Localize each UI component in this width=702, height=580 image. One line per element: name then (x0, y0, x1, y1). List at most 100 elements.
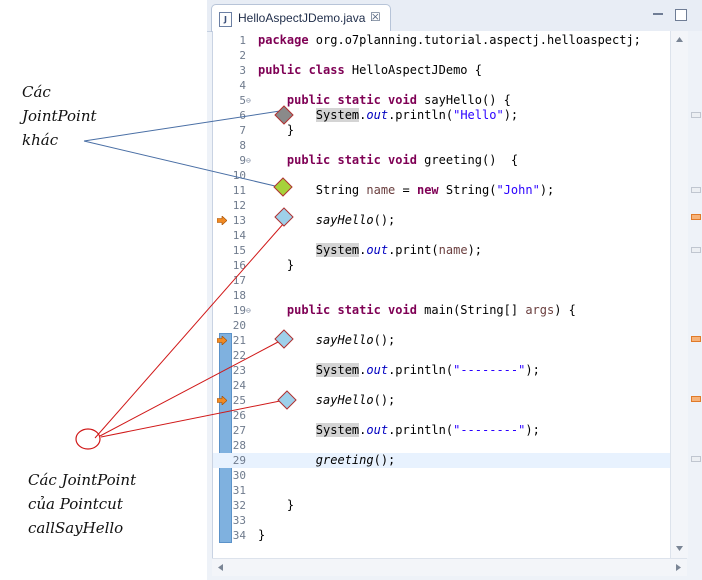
code-text: sayHello(); (315, 333, 396, 347)
code-text: sayHello(); (315, 213, 396, 227)
line-number: 34 (232, 529, 246, 542)
line-number: 4 (239, 79, 246, 92)
code-line[interactable]: 22 (213, 348, 670, 363)
code-line[interactable]: 9⊖ public static void greeting() { (213, 153, 670, 168)
pointer-line-blue (83, 110, 281, 142)
line-number: 26 (232, 409, 246, 422)
scroll-up-icon[interactable] (676, 37, 683, 42)
overview-mark[interactable] (691, 396, 701, 402)
line-number: 13 (232, 214, 246, 227)
code-line[interactable]: 31 (213, 483, 670, 498)
code-line[interactable]: 14 (213, 228, 670, 243)
code-line[interactable]: 32 } (213, 498, 670, 513)
code-line[interactable]: 16 } (213, 258, 670, 273)
scroll-left-icon[interactable] (218, 564, 223, 571)
line-number: 2 (239, 49, 246, 62)
minimize-icon[interactable] (653, 13, 663, 15)
selection-ruler (219, 333, 232, 543)
code-line[interactable]: 28 (213, 438, 670, 453)
code-line[interactable]: 8 (213, 138, 670, 153)
code-area[interactable]: 1 package org.o7planning.tutorial.aspectj… (212, 31, 670, 558)
tab-title: HelloAspectJDemo.java (238, 11, 366, 25)
code-line[interactable]: 6 System.out.println("Hello"); (213, 108, 670, 123)
code-line[interactable]: 11 String name = new String("John"); (213, 183, 670, 198)
code-line[interactable]: 13 sayHello(); (213, 213, 670, 228)
horizontal-scrollbar[interactable] (212, 558, 687, 576)
code-line[interactable]: 12 (213, 198, 670, 213)
code-text: String name = new String("John"); (258, 183, 555, 197)
code-text: System.out.println("Hello"); (315, 108, 519, 122)
line-number: 3 (239, 64, 246, 77)
code-line[interactable]: 27 System.out.println("--------"); (213, 423, 670, 438)
code-line[interactable]: 2 (213, 48, 670, 63)
overview-mark[interactable] (691, 112, 701, 118)
code-line[interactable]: 23 System.out.println("--------"); (213, 363, 670, 378)
code-text: public static void main(String[] args) { (286, 303, 576, 317)
line-number: 5 (239, 94, 246, 107)
jointpoint-diamond-blue (277, 390, 297, 410)
line-number: 15 (232, 244, 246, 257)
pointer-line-red (100, 399, 286, 438)
code-line[interactable]: 29 greeting(); (213, 453, 670, 468)
advice-marker-icon[interactable] (217, 336, 227, 345)
code-line[interactable]: 24 (213, 378, 670, 393)
code-line[interactable]: 25 sayHello(); (213, 393, 670, 408)
code-line[interactable]: 30 (213, 468, 670, 483)
line-number: 28 (232, 439, 246, 452)
close-icon[interactable]: ☒ (370, 10, 381, 24)
overview-mark[interactable] (691, 456, 701, 462)
code-line[interactable]: 20 (213, 318, 670, 333)
line-number: 6 (239, 109, 246, 122)
line-number: 29 (232, 454, 246, 467)
pointer-line-blue (83, 140, 276, 187)
code-line[interactable]: 34} (213, 528, 670, 543)
code-text: System.out.println("--------"); (315, 363, 540, 377)
code-line[interactable]: 15 System.out.print(name); (213, 243, 670, 258)
overview-mark[interactable] (691, 336, 701, 342)
line-number: 31 (232, 484, 246, 497)
code-text: package org.o7planning.tutorial.aspectj.… (258, 33, 641, 47)
code-text: greeting(); (315, 453, 396, 467)
overview-mark[interactable] (691, 187, 701, 193)
fold-toggle-icon[interactable]: ⊖ (246, 96, 251, 105)
advice-marker-icon[interactable] (217, 396, 227, 405)
line-number: 30 (232, 469, 246, 482)
code-text: public static void greeting() { (286, 153, 519, 167)
overview-mark[interactable] (691, 247, 701, 253)
tab-hello-aspectj-demo[interactable]: J HelloAspectJDemo.java ☒ (211, 4, 391, 32)
editor-tab-bar: J HelloAspectJDemo.java ☒ (207, 0, 702, 32)
annotation-pointcut-jointpoints: Các JointPoint của Pointcut callSayHello (28, 471, 137, 537)
line-number: 21 (232, 334, 246, 347)
maximize-icon[interactable] (675, 9, 687, 21)
annotation-other-jointpoints: Các JointPoint khác (22, 83, 97, 149)
line-number: 1 (239, 34, 246, 47)
fold-toggle-icon[interactable]: ⊖ (246, 306, 251, 315)
vertical-scrollbar[interactable] (670, 31, 688, 558)
code-line[interactable]: 7 } (213, 123, 670, 138)
code-line[interactable]: 1 package org.o7planning.tutorial.aspectj… (213, 33, 670, 48)
overview-mark[interactable] (691, 214, 701, 220)
advice-marker-icon[interactable] (217, 216, 227, 225)
jointpoint-diamond-gray (274, 105, 294, 125)
code-line[interactable]: 5⊖ public static void sayHello() { (213, 93, 670, 108)
code-line[interactable]: 18 (213, 288, 670, 303)
horizontal-scroll-arrows (218, 564, 681, 571)
code-text: public static void sayHello() { (286, 93, 511, 107)
code-line[interactable]: 4 (213, 78, 670, 93)
scroll-right-icon[interactable] (676, 564, 681, 571)
code-line[interactable]: 33 (213, 513, 670, 528)
code-line[interactable]: 21 sayHello(); (213, 333, 670, 348)
line-number: 18 (232, 289, 246, 302)
line-number: 25 (232, 394, 246, 407)
code-line[interactable]: 19⊖ public static void main(String[] arg… (213, 303, 670, 318)
fold-toggle-icon[interactable]: ⊖ (246, 156, 251, 165)
pointer-line-red (99, 341, 279, 437)
line-number: 11 (232, 184, 246, 197)
jointpoint-diamond-blue (274, 207, 294, 227)
line-number: 24 (232, 379, 246, 392)
line-number: 19 (232, 304, 246, 317)
scroll-down-icon[interactable] (676, 546, 683, 551)
code-line[interactable]: 26 (213, 408, 670, 423)
